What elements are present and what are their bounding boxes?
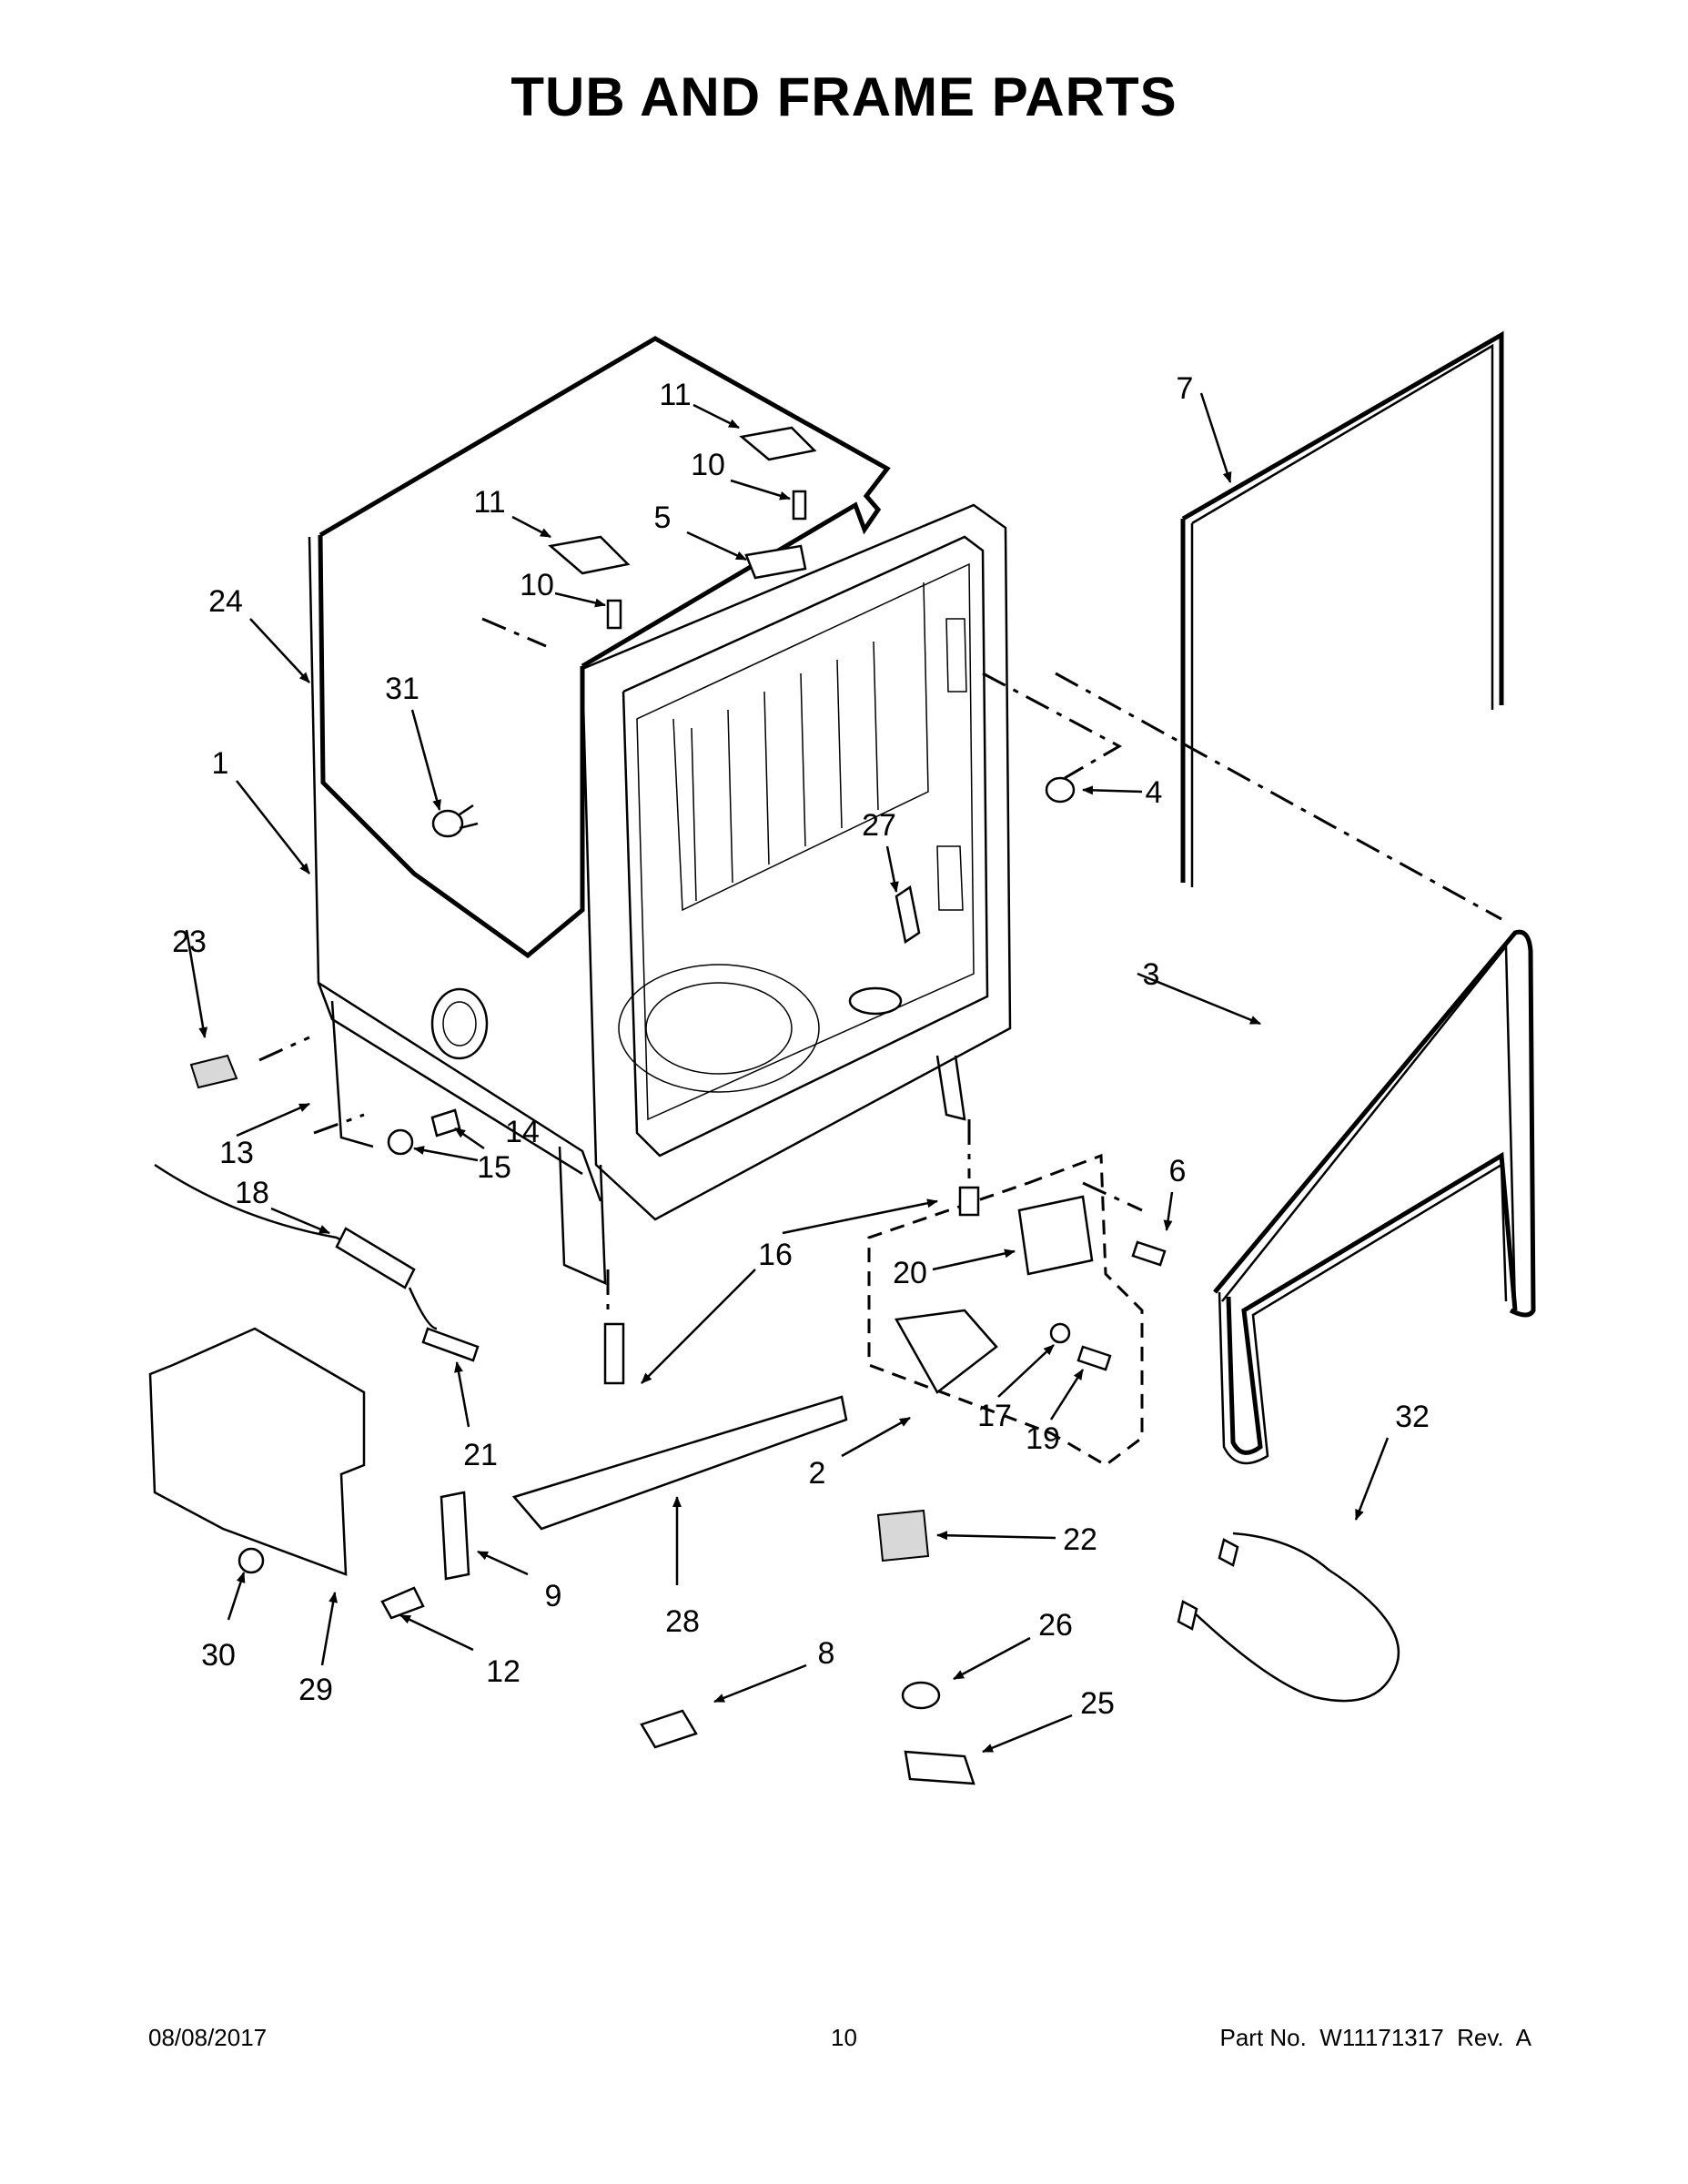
- footer-part-number: Part No. W11171317 Rev. A: [1219, 2024, 1531, 2051]
- callout-5: 5: [654, 500, 672, 535]
- callout-15: 15: [477, 1150, 511, 1185]
- callout-10-lower: 10: [520, 568, 554, 602]
- callout-19: 19: [1026, 1421, 1060, 1456]
- small-parts: [148, 426, 1400, 1785]
- callout-6: 6: [1169, 1154, 1187, 1188]
- callout-4: 4: [1146, 775, 1163, 810]
- callout-7: 7: [1177, 371, 1194, 406]
- door-gaskets: [1180, 330, 1536, 1465]
- callout-28: 28: [665, 1604, 700, 1639]
- callout-17: 17: [977, 1399, 1012, 1433]
- footer-date: 08/08/2017: [148, 2024, 268, 2051]
- callout-25: 25: [1080, 1686, 1115, 1721]
- assembly-lines: [258, 617, 1502, 1467]
- callout-11-lower: 11: [473, 485, 505, 520]
- callout-14: 14: [505, 1115, 540, 1149]
- callout-3: 3: [1143, 957, 1160, 992]
- callout-16: 16: [758, 1238, 793, 1272]
- callout-13: 13: [219, 1136, 254, 1170]
- callout-30: 30: [201, 1638, 236, 1673]
- callout-12: 12: [486, 1654, 521, 1689]
- callout-29: 29: [298, 1673, 333, 1707]
- leader-lines: [185, 392, 1390, 1754]
- callout-26: 26: [1038, 1608, 1073, 1643]
- callout-18: 18: [235, 1176, 269, 1210]
- callout-32: 32: [1395, 1400, 1430, 1434]
- callout-23: 23: [172, 925, 207, 959]
- callout-20: 20: [893, 1256, 927, 1290]
- footer-page-number: 10: [831, 2024, 857, 2051]
- callout-9: 9: [545, 1579, 562, 1613]
- callout-24: 24: [208, 584, 243, 619]
- callout-21: 21: [463, 1438, 498, 1472]
- callout-labels: 11 10 11 10 5 24 31 1 4 7 27 3 23 13 14 …: [172, 371, 1430, 1721]
- callout-31: 31: [385, 672, 419, 706]
- callout-8: 8: [818, 1636, 835, 1671]
- page-title: TUB AND FRAME PARTS: [510, 66, 1178, 127]
- callout-22: 22: [1063, 1522, 1097, 1557]
- callout-1: 1: [212, 746, 229, 781]
- callout-27: 27: [862, 808, 896, 843]
- callout-10-upper: 10: [691, 448, 725, 482]
- tub-assembly: [308, 336, 1012, 1285]
- callout-11-upper: 11: [659, 378, 691, 412]
- callout-2: 2: [809, 1456, 826, 1491]
